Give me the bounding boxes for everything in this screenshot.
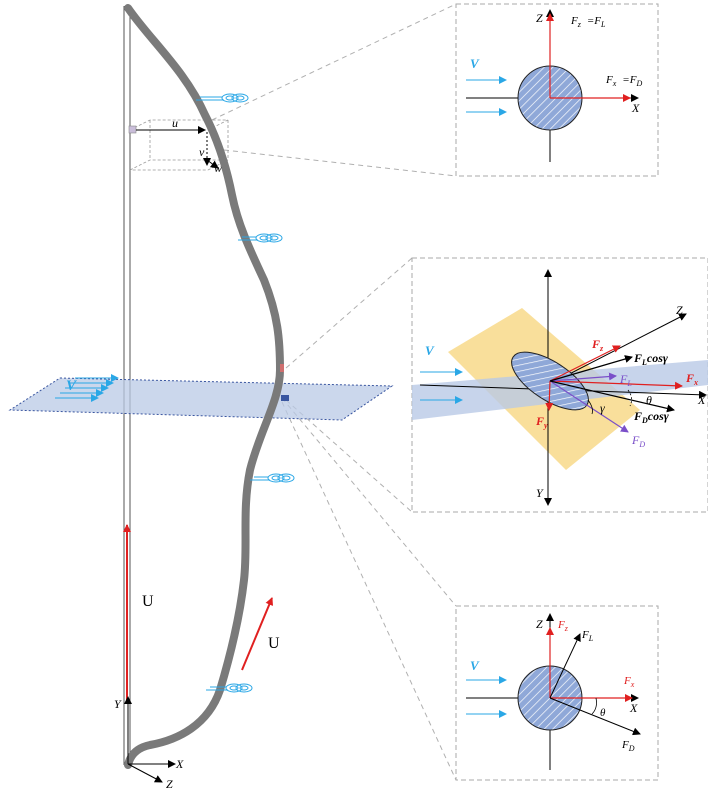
vortex-icon bbox=[206, 683, 253, 693]
global-y-label: Y bbox=[114, 697, 122, 711]
global-z-label: Z bbox=[166, 777, 173, 791]
fd-arrow bbox=[549, 697, 641, 736]
global-x-label: X bbox=[175, 757, 184, 771]
theta-label: θ bbox=[600, 707, 606, 719]
riser-main: V u v w bbox=[8, 3, 457, 791]
velocity-label-left: U bbox=[142, 593, 154, 610]
disp-v-label: v bbox=[199, 145, 205, 159]
fz-label: Fz bbox=[557, 619, 569, 633]
flow-label: V bbox=[470, 658, 480, 673]
fz-arrow bbox=[549, 345, 621, 382]
disp-w-arrow bbox=[206, 159, 219, 169]
fl-cos-arrow bbox=[549, 355, 633, 382]
z-axis-label: Z bbox=[676, 303, 683, 317]
fx-equation: Fx=FD bbox=[605, 74, 642, 88]
gamma-arc bbox=[587, 399, 593, 415]
velocity-label-right: U bbox=[268, 635, 280, 652]
fy-arrow bbox=[545, 380, 554, 411]
theta-arc bbox=[591, 697, 597, 715]
theta-arc bbox=[627, 389, 632, 407]
x-axis-label: X bbox=[631, 101, 640, 115]
fl-arrow bbox=[549, 372, 617, 382]
x-axis-label: X bbox=[629, 701, 638, 715]
plane-flow-arrows bbox=[55, 374, 119, 402]
fd-cos-arrow bbox=[549, 380, 675, 413]
fl-cos-label: FLcosγ bbox=[633, 351, 668, 367]
theta-label: θ bbox=[646, 393, 652, 407]
fd-label: FD bbox=[621, 739, 635, 753]
vortex-icons bbox=[196, 93, 295, 693]
fx-arrow bbox=[549, 380, 683, 390]
fx-label: Fx bbox=[685, 371, 698, 387]
fz-label: Fz bbox=[591, 337, 604, 353]
fl-label: FL bbox=[581, 629, 594, 643]
fx-label: Fx bbox=[623, 675, 635, 689]
global-z-axis bbox=[127, 763, 163, 783]
riser-cable bbox=[124, 4, 285, 769]
fl-arrow bbox=[549, 633, 581, 699]
fd-label: FD bbox=[631, 433, 645, 449]
displacement-box bbox=[129, 119, 229, 171]
middle-section-panel: V Z X Y Fz Fx Fy FL FD FLcosγ FDcosγ γ θ bbox=[411, 257, 708, 513]
y-axis-label: Y bbox=[536, 486, 544, 500]
plane-flow-label: V bbox=[66, 378, 78, 394]
vortex-icon bbox=[196, 93, 249, 103]
fz-equation: Fz=FL bbox=[570, 15, 606, 29]
top-section-panel: V Z X Fz=FL Fx=FD bbox=[455, 3, 659, 177]
fl-label: FL bbox=[619, 372, 632, 388]
disp-w-label: w bbox=[214, 161, 222, 175]
flow-label: V bbox=[425, 343, 435, 358]
section-node bbox=[281, 395, 289, 401]
gamma-label: γ bbox=[600, 401, 605, 415]
vortex-icon bbox=[250, 473, 295, 483]
x-axis-label: X bbox=[697, 393, 706, 407]
velocity-arrow-tangent bbox=[241, 597, 273, 671]
disp-u-label: u bbox=[172, 116, 178, 130]
z-axis-label: Z bbox=[536, 11, 543, 25]
riser-cut-mark bbox=[280, 364, 284, 372]
flow-label: V bbox=[470, 56, 480, 71]
z-axis-label: Z bbox=[536, 617, 543, 631]
fd-cos-label: FDcosγ bbox=[633, 409, 669, 425]
vortex-icon bbox=[238, 233, 283, 243]
fy-label: Fy bbox=[535, 414, 548, 430]
fd-arrow bbox=[549, 380, 629, 433]
bottom-section-panel: V Z X Fz Fx FL FD θ bbox=[455, 605, 659, 781]
node-marker bbox=[128, 125, 137, 134]
